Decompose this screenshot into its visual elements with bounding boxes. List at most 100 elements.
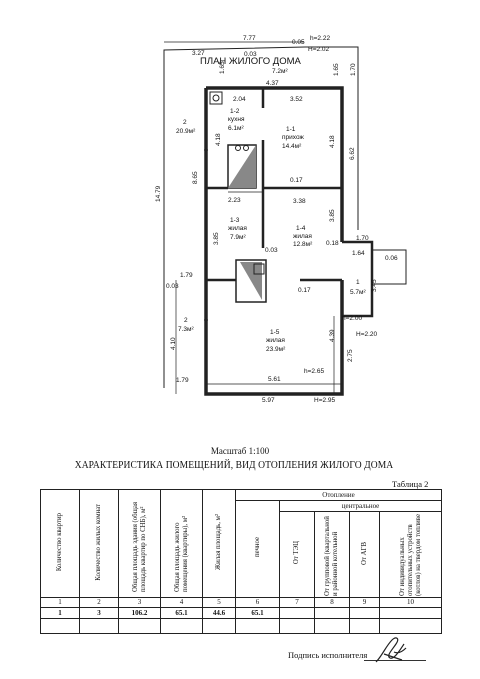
dimension: 0.05 [292, 39, 305, 46]
house-floor-plan: ПЛАН ЖИЛОГО ДОМА 1-2 кухня 6.1м² 1-1 при… [155, 35, 407, 404]
column-number: 8 [314, 597, 350, 608]
dimension: 1.64 [352, 250, 365, 257]
dimension: 3.38 [293, 198, 306, 205]
room-name: жилая [266, 337, 285, 344]
dimension: 14.79 [155, 185, 162, 202]
table-cell [378, 607, 443, 619]
dimension: 1.65 [219, 61, 226, 74]
header-cell: Общая площадь здания (общая площадь квар… [118, 489, 161, 598]
room-id: 1-4 [296, 225, 306, 232]
dimension: 3.52 [290, 96, 303, 103]
sink-drain [212, 94, 220, 102]
room-name: жилая [228, 225, 247, 232]
room-id: 1-2 [230, 108, 240, 115]
dimension: 1.79 [176, 377, 189, 384]
header-cell: Общая площадь жилого помещения (квартиры… [160, 489, 203, 598]
room-area: 12.8м² [293, 241, 313, 248]
chimney [253, 263, 265, 275]
scale-label: Масштаб 1:100 [210, 446, 270, 456]
header-cell: печное [235, 500, 280, 598]
dimension: H=2.95 [314, 397, 336, 404]
column-number: 1 [40, 597, 80, 608]
dimension: 0.03 [265, 247, 278, 254]
table-cell: 44.6 [202, 607, 236, 619]
column-number-row: 1 2 3 4 5 6 7 8 9 10 [40, 597, 443, 608]
room-area: 6.1м² [228, 125, 245, 132]
room-area: 5.7м² [350, 289, 367, 296]
header-cell: Жилая площадь, м² [202, 489, 236, 598]
table-cell: 106.2 [118, 607, 161, 619]
dimension: 0.17 [298, 287, 311, 294]
dimension: 3.45 [371, 279, 378, 292]
table-cell: 1 [40, 607, 80, 619]
header-cell: От АГВ [349, 511, 380, 598]
burner-1 [235, 145, 241, 151]
burner-2 [243, 145, 249, 151]
dimension: 4.10 [170, 337, 177, 350]
dimension: 6.62 [349, 147, 356, 160]
stove-2-hatch [240, 262, 262, 300]
room-id: 2 [184, 317, 188, 324]
column-number: 5 [202, 597, 236, 608]
dimension: 5.97 [262, 397, 275, 404]
room-area: 20.9м² [176, 128, 196, 135]
header-cell: От ТЭЦ [279, 511, 315, 598]
room-id: 1-1 [286, 126, 296, 133]
signature-label: Подпись исполнителя [288, 650, 368, 660]
table-cell: 3 [79, 607, 119, 619]
room-area: 7.3м² [178, 326, 195, 333]
column-number: 9 [349, 597, 380, 608]
porch-walls [342, 240, 374, 318]
room-id: 2 [183, 119, 187, 126]
column-number: 4 [160, 597, 203, 608]
plot-boundary [163, 46, 359, 388]
handwritten-signature [375, 637, 407, 663]
room-id: 1-3 [230, 217, 240, 224]
table-cell: 65.1 [160, 607, 203, 619]
dimension: 0.17 [290, 177, 303, 184]
header-cell: Количество квартир [40, 489, 80, 598]
column-number: 2 [79, 597, 119, 608]
dimension: 3.85 [329, 209, 336, 222]
dimension: 1.79 [180, 272, 193, 279]
dimension: 5.61 [268, 376, 281, 383]
house-wall-right-low [204, 88, 344, 396]
stove-2 [235, 259, 267, 303]
dimension: 2.75 [347, 349, 354, 362]
column-number: 6 [235, 597, 280, 608]
header-cell: От индивидуальных отопительных устройств… [378, 511, 443, 598]
dimension: 2.23 [228, 197, 241, 204]
porch-steps [372, 249, 407, 285]
dimension: 1.70 [350, 63, 357, 76]
sink [209, 91, 223, 105]
dimension: 0.03 [166, 283, 179, 290]
room-id: 1 [356, 279, 360, 286]
dimension: 8.65 [192, 171, 199, 184]
room-name: кухня [228, 116, 245, 123]
table-cell: 65.1 [235, 607, 280, 619]
stove-hatch [228, 145, 256, 188]
dimension: h=2.22 [310, 35, 330, 42]
rooms-heating-table: Количество квартир Количество жилых комн… [40, 489, 443, 634]
table-cell [279, 607, 315, 619]
dimension: 2.04 [233, 96, 246, 103]
room-area: 23.9м² [266, 346, 286, 353]
dimension: 0.18 [326, 240, 339, 247]
room-area: 7.2м² [272, 68, 289, 75]
dimension: 1.65 [333, 63, 340, 76]
plan-title: ПЛАН ЖИЛОГО ДОМА [200, 56, 301, 67]
dimension: 0.06 [385, 255, 398, 262]
column-number: 10 [378, 597, 443, 608]
group-header-heating: Отопление [234, 489, 443, 501]
group-header-central: центральное [278, 500, 443, 512]
header-cell: Количество жилых комнат [79, 489, 119, 598]
table-cell [314, 607, 350, 619]
house-wall-outer [206, 86, 344, 242]
dimension: 3.27 [192, 50, 205, 57]
dimension: h=2.65 [304, 368, 324, 375]
dimension: H=2.20 [356, 331, 378, 338]
header-cell: От групповой (квартальной и районной кот… [314, 511, 350, 598]
dimension: 1.70 [356, 235, 369, 242]
dimension: 4.39 [329, 329, 336, 342]
signature-line [364, 660, 426, 661]
